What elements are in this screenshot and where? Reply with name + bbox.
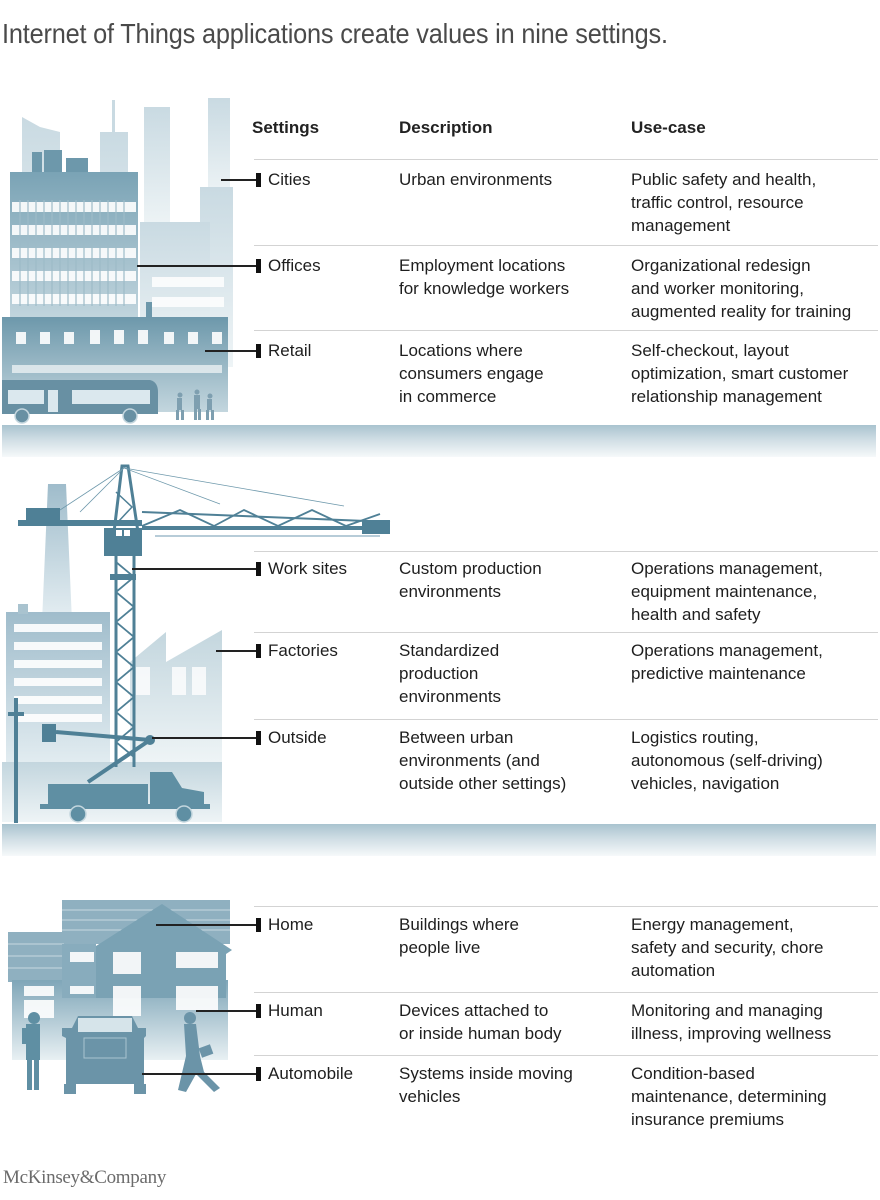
row-separator xyxy=(254,1055,878,1056)
connector-line xyxy=(137,265,257,267)
table-row-retail: Retail Locations where consumers engage … xyxy=(0,330,880,420)
row-marker-icon xyxy=(256,644,261,658)
connector-line xyxy=(132,568,257,570)
row-marker-icon xyxy=(256,562,261,576)
header-use-case: Use-case xyxy=(631,118,706,137)
row-marker-icon xyxy=(256,731,261,745)
setting-description: Devices attached to or inside human body xyxy=(399,1001,562,1043)
ground-band-2 xyxy=(2,824,876,856)
setting-name: Outside xyxy=(268,728,327,747)
setting-description: Employment locations for knowledge worke… xyxy=(399,256,570,298)
setting-use-case: Self-checkout, layout optimization, smar… xyxy=(631,341,849,406)
row-separator xyxy=(254,245,878,246)
setting-description: Standardized production environments xyxy=(399,641,502,706)
mckinsey-logo: McKinsey&Company xyxy=(3,1167,167,1188)
setting-use-case: Energy management, safety and security, … xyxy=(631,915,824,980)
table-row-cities: Cities Urban environments Public safety … xyxy=(0,159,880,245)
city-skyline-illustration xyxy=(0,92,240,427)
row-separator xyxy=(254,551,878,552)
table-row-outside: Outside Between urban environments (and … xyxy=(0,719,880,809)
setting-use-case: Operations management, equipment mainten… xyxy=(631,559,823,624)
setting-description: Systems inside moving vehicles xyxy=(399,1064,573,1106)
setting-use-case: Condition-based maintenance, determining… xyxy=(631,1064,827,1129)
row-separator xyxy=(254,906,878,907)
setting-use-case: Public safety and health, traffic contro… xyxy=(631,170,817,235)
connector-line xyxy=(221,179,257,181)
setting-description: Locations where consumers engage in comm… xyxy=(399,341,544,406)
row-marker-icon xyxy=(256,259,261,273)
connector-line xyxy=(156,924,257,926)
setting-name: Cities xyxy=(268,170,311,189)
home-people-car-illustration xyxy=(0,888,240,1098)
setting-name: Work sites xyxy=(268,559,348,578)
row-separator xyxy=(254,632,878,633)
row-marker-icon xyxy=(256,173,261,187)
table-row-home: Home Buildings where people live Energy … xyxy=(0,906,880,992)
setting-name: Factories xyxy=(268,641,338,660)
row-marker-icon xyxy=(256,918,261,932)
setting-name: Home xyxy=(268,915,314,934)
setting-description: Between urban environments (and outside … xyxy=(399,728,567,793)
setting-name: Offices xyxy=(268,256,321,275)
setting-name: Automobile xyxy=(268,1064,354,1083)
table-row-offices: Offices Employment locations for knowled… xyxy=(0,245,880,331)
setting-description: Buildings where people live xyxy=(399,915,520,957)
setting-name: Human xyxy=(268,1001,323,1020)
industrial-crane-illustration xyxy=(0,462,400,827)
table-row-human: Human Devices attached to or inside huma… xyxy=(0,992,880,1055)
connector-line xyxy=(142,1073,257,1075)
setting-use-case: Monitoring and managing illness, improvi… xyxy=(631,1001,832,1043)
table-header: Settings Description Use-case xyxy=(0,118,880,142)
setting-description: Custom production environments xyxy=(399,559,542,601)
setting-name: Retail xyxy=(268,341,312,360)
ground-band-1 xyxy=(2,425,876,457)
setting-use-case: Logistics routing, autonomous (self-driv… xyxy=(631,728,823,793)
row-marker-icon xyxy=(256,1067,261,1081)
connector-line xyxy=(216,650,257,652)
table-row-factories: Factories Standardized production enviro… xyxy=(0,632,880,719)
table-row-automobile: Automobile Systems inside moving vehicle… xyxy=(0,1055,880,1135)
table-row-work-sites: Work sites Custom production environment… xyxy=(0,551,880,632)
row-separator xyxy=(254,330,878,331)
row-separator xyxy=(254,159,878,160)
connector-line xyxy=(196,1010,257,1012)
connector-line xyxy=(205,350,257,352)
row-marker-icon xyxy=(256,1004,261,1018)
row-separator xyxy=(254,719,878,720)
setting-description: Urban environments xyxy=(399,170,553,189)
row-marker-icon xyxy=(256,344,261,358)
page-title: Internet of Things applications create v… xyxy=(2,18,668,49)
setting-use-case: Organizational redesign and worker monit… xyxy=(631,256,852,321)
header-description: Description xyxy=(399,118,493,137)
row-separator xyxy=(254,992,878,993)
header-settings: Settings xyxy=(252,118,320,137)
connector-line xyxy=(152,737,257,739)
setting-use-case: Operations management, predictive mainte… xyxy=(631,641,823,683)
